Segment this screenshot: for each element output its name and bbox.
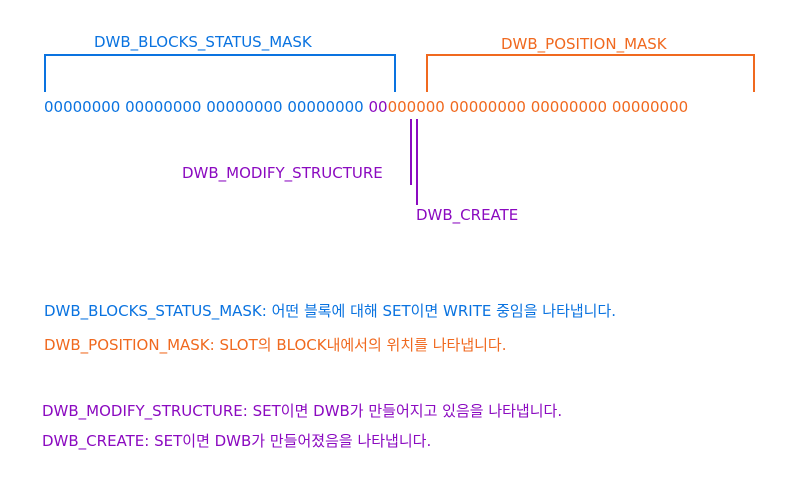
bits-blocks-status: 00000000 00000000 00000000 00000000 <box>44 98 364 116</box>
bit-row: 00000000 00000000 00000000 00000000 0000… <box>44 98 759 116</box>
desc-blocks-status-mask: DWB_BLOCKS_STATUS_MASK: 어떤 블록에 대해 SET이면 … <box>44 302 617 320</box>
desc-modify-structure: DWB_MODIFY_STRUCTURE: SET이면 DWB가 만들어지고 있… <box>42 402 563 420</box>
bits-position: 000000 00000000 00000000 00000000 <box>387 98 689 116</box>
desc-position-mask: DWB_POSITION_MASK: SLOT의 BLOCK내에서의 위치를 나… <box>44 336 507 354</box>
desc-create: DWB_CREATE: SET이면 DWB가 만들어졌음을 나타냅니다. <box>42 432 432 450</box>
blocks-status-mask-label: DWB_BLOCKS_STATUS_MASK <box>94 33 312 51</box>
position-bracket <box>426 54 755 92</box>
bits-flags: 00 <box>368 98 388 116</box>
create-label: DWB_CREATE <box>416 206 519 224</box>
position-mask-label: DWB_POSITION_MASK <box>501 35 667 53</box>
modify-structure-label: DWB_MODIFY_STRUCTURE <box>182 164 383 182</box>
blocks-status-bracket <box>44 54 396 92</box>
